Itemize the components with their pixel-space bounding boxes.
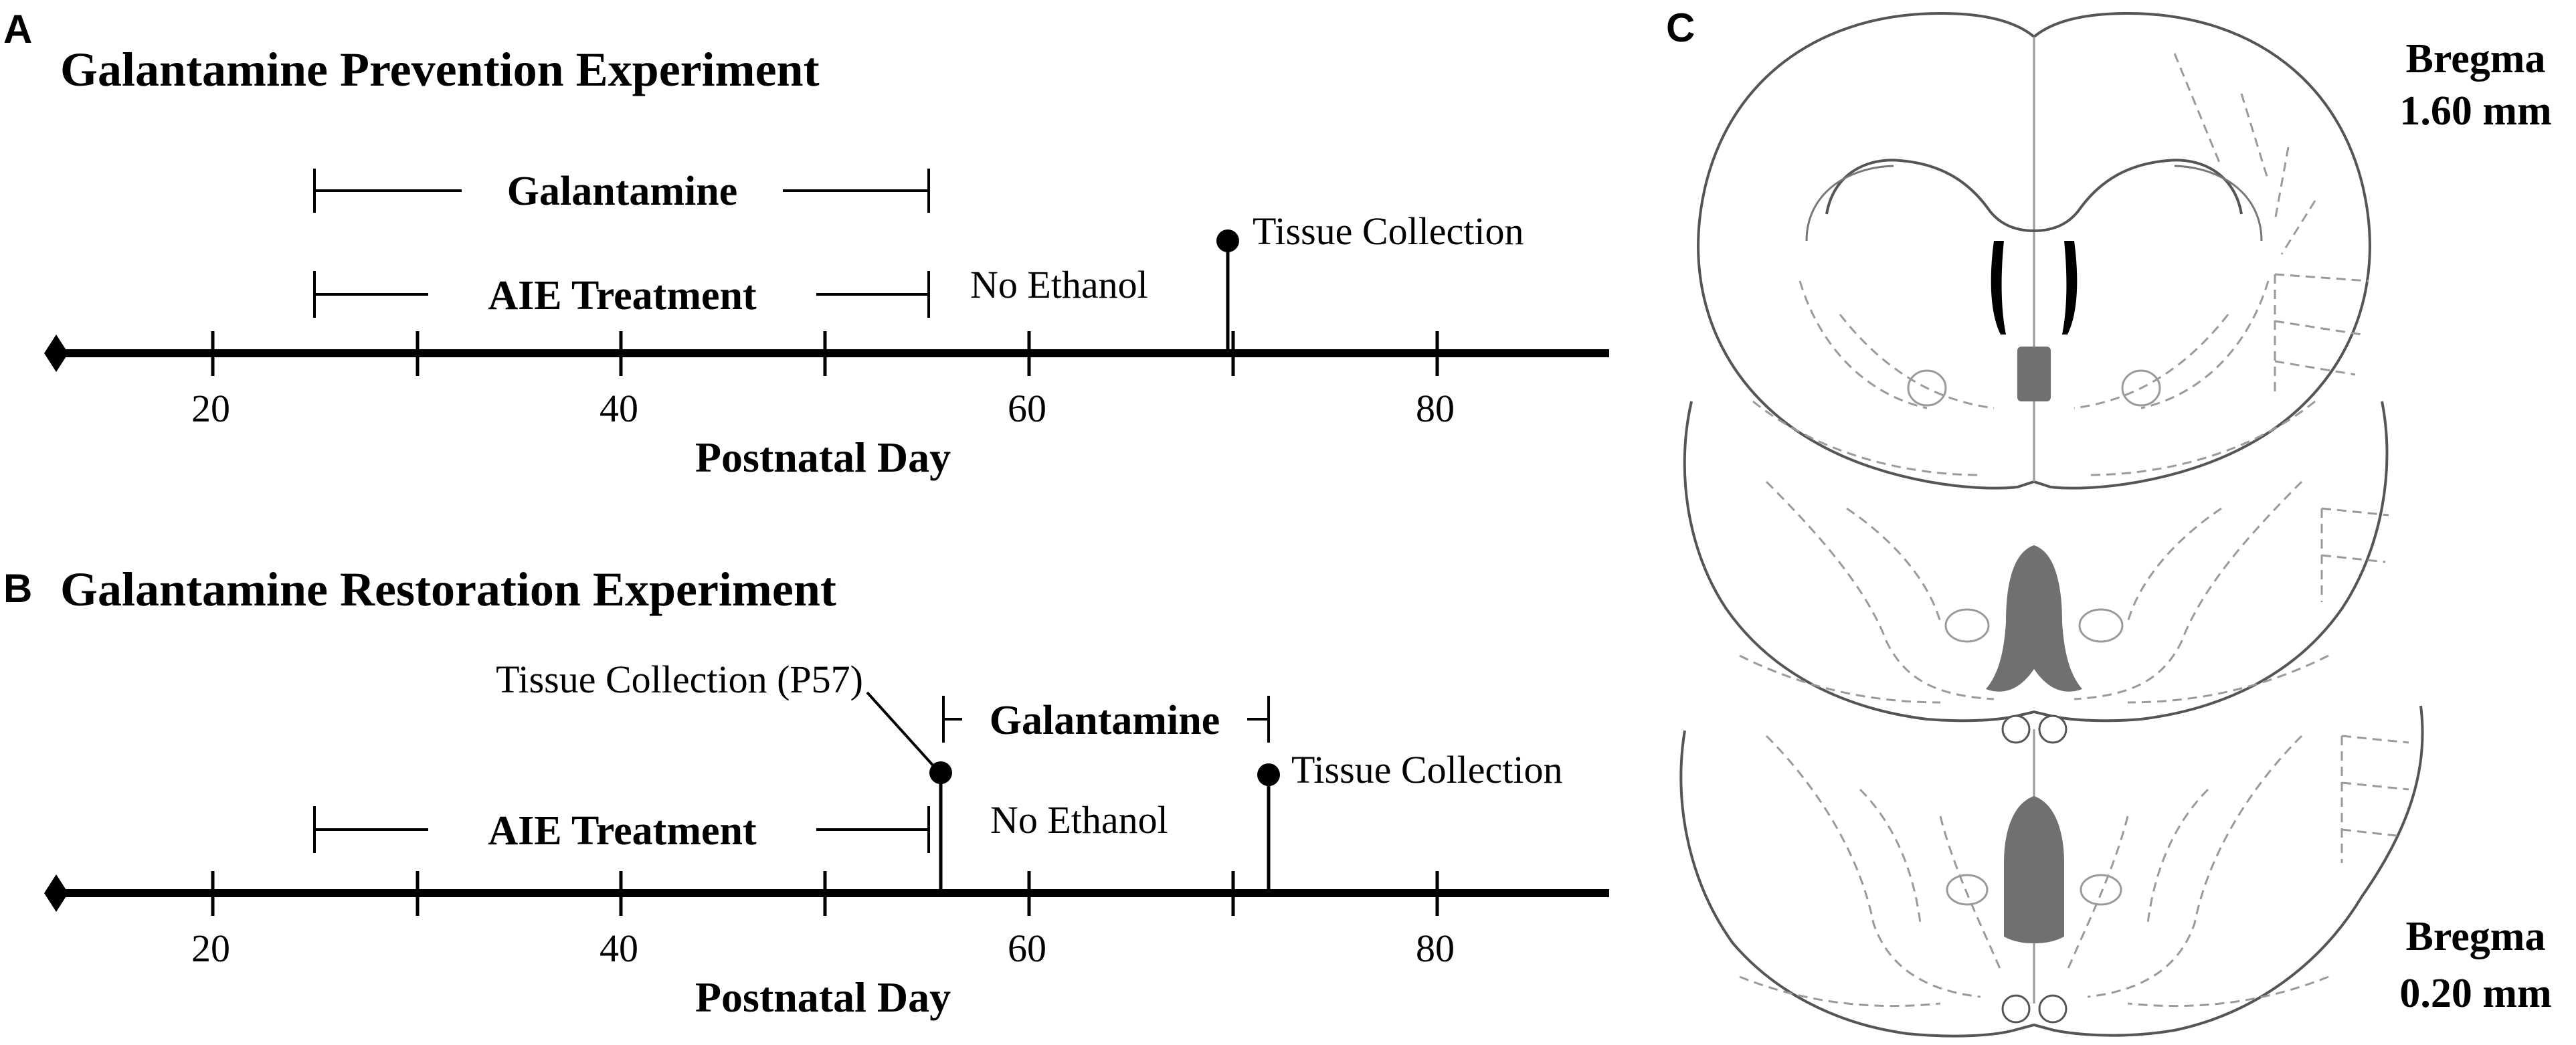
panel-a-tick-60: 60 xyxy=(1008,387,1046,430)
bregma-bottom-label-line2: 0.20 mm xyxy=(2399,971,2551,1016)
panel-b-title: Galantamine Restoration Experiment xyxy=(60,563,836,616)
panel-b-galantamine-bracket xyxy=(942,696,1270,743)
panel-b-day-ticks xyxy=(211,871,1439,916)
panel-a-tick-40: 40 xyxy=(600,387,638,430)
panel-a-tissue-collection-label: Tissue Collection xyxy=(1253,209,1524,253)
panel-b-tissue-collection-p57-marker xyxy=(929,761,952,893)
panel-a-galantamine-bracket xyxy=(313,169,930,213)
panel-b-timeline-axis xyxy=(44,871,1609,916)
panel-b-x-axis-label: Postnatal Day xyxy=(695,973,951,1021)
panel-a-letter: A xyxy=(3,7,32,52)
panel-a-no-ethanol-label: No Ethanol xyxy=(970,263,1148,306)
panel-b-tick-60: 60 xyxy=(1008,927,1046,970)
brain-section-bregma-1-60 xyxy=(1697,11,2371,490)
panel-a-x-axis-label: Postnatal Day xyxy=(695,434,951,481)
panel-a-aie-label: AIE Treatment xyxy=(488,273,757,318)
panel-a: A Galantamine Prevention Experiment Gala… xyxy=(3,7,1609,481)
bregma-top-label-line1: Bregma xyxy=(2406,36,2546,82)
panel-a-tick-80: 80 xyxy=(1416,387,1455,430)
panel-b: B Galantamine Restoration Experiment Tis… xyxy=(3,563,1609,1021)
panel-b-aie-label: AIE Treatment xyxy=(488,808,757,854)
panel-a-day-ticks xyxy=(211,331,1439,376)
roi-region-bottom xyxy=(2004,796,2064,943)
panel-b-aie-bracket xyxy=(313,806,930,853)
bregma-bottom-label-line1: Bregma xyxy=(2406,914,2546,959)
panel-a-galantamine-label: Galantamine xyxy=(507,169,737,214)
panel-a-tick-20: 20 xyxy=(191,387,230,430)
roi-region-middle xyxy=(1986,545,2082,692)
panel-a-title: Galantamine Prevention Experiment xyxy=(60,43,820,96)
panel-b-tick-80: 80 xyxy=(1416,927,1455,970)
panel-b-no-ethanol-label: No Ethanol xyxy=(990,798,1168,842)
panel-b-tick-40: 40 xyxy=(600,927,638,970)
panel-a-tissue-collection-marker xyxy=(1216,229,1239,353)
panel-b-letter: B xyxy=(3,566,32,611)
panel-b-tissue-collection-marker xyxy=(1257,763,1280,893)
brain-section-middle xyxy=(1683,401,2389,744)
roi-region-top xyxy=(2017,347,2051,401)
panel-a-aie-bracket xyxy=(313,271,930,318)
panel-b-tissue-collection-label: Tissue Collection xyxy=(1291,748,1563,791)
panel-b-galantamine-label: Galantamine xyxy=(990,698,1220,743)
panel-c: C Bregma 1.60 mm Bregma 0.20 mm xyxy=(1666,5,2552,1038)
panel-a-timeline-axis xyxy=(44,331,1609,376)
brain-section-bregma-0-20 xyxy=(1679,705,2424,1038)
panel-b-tick-20: 20 xyxy=(191,927,230,970)
panel-a-axis-start-diamond xyxy=(44,335,68,372)
bregma-top-label-line2: 1.60 mm xyxy=(2399,88,2551,134)
panel-b-tissue-collection-p57-label: Tissue Collection (P57) xyxy=(496,658,863,701)
panel-b-p57-leader-line xyxy=(866,691,937,769)
panel-c-letter: C xyxy=(1666,5,1695,50)
panel-b-axis-start-diamond xyxy=(44,874,68,912)
